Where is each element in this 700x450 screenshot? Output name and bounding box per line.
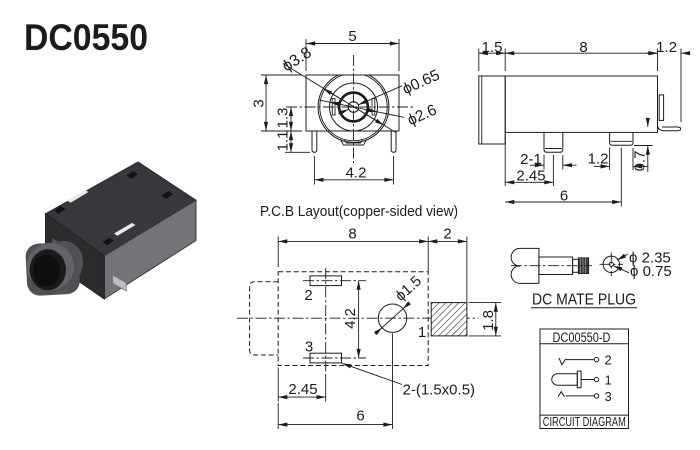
- svg-text:1.3: 1.3: [275, 108, 292, 129]
- svg-text:3: 3: [305, 339, 313, 356]
- svg-text:2.45: 2.45: [516, 168, 545, 185]
- svg-text:ϕ1.5: ϕ1.5: [392, 273, 425, 305]
- svg-text:4.2: 4.2: [342, 308, 359, 329]
- svg-text:8: 8: [348, 226, 356, 243]
- svg-text:2-1: 2-1: [520, 151, 542, 168]
- svg-text:2: 2: [605, 353, 612, 368]
- svg-text:6: 6: [356, 408, 364, 425]
- svg-text:ϕ3.8: ϕ3.8: [279, 44, 315, 75]
- svg-text:DC MATE PLUG: DC MATE PLUG: [532, 292, 636, 309]
- svg-text:1.8: 1.8: [480, 310, 497, 331]
- svg-text:3: 3: [605, 389, 612, 404]
- svg-text:1.2: 1.2: [656, 39, 677, 56]
- svg-text:2: 2: [304, 287, 312, 304]
- svg-text:ϕ0.65: ϕ0.65: [400, 67, 442, 98]
- svg-text:DC00550-D: DC00550-D: [553, 330, 611, 345]
- svg-text:5: 5: [348, 28, 356, 45]
- svg-text:DC0550: DC0550: [24, 17, 148, 58]
- svg-text:ϕ 2.35: ϕ 2.35: [629, 250, 671, 267]
- svg-text:2: 2: [443, 226, 451, 243]
- svg-text:4.2: 4.2: [346, 165, 367, 182]
- svg-text:1: 1: [418, 324, 426, 341]
- svg-text:1: 1: [605, 373, 612, 388]
- svg-text:2.45: 2.45: [288, 381, 317, 398]
- svg-text:1.5: 1.5: [482, 39, 503, 56]
- svg-text:1.1: 1.1: [275, 131, 292, 152]
- svg-text:6: 6: [560, 187, 568, 204]
- svg-text:P.C.B Layout(copper-sided view: P.C.B Layout(copper-sided view): [260, 204, 458, 220]
- svg-text:ϕ2.6: ϕ2.6: [405, 101, 440, 129]
- svg-text:2-(1.5x0.5): 2-(1.5x0.5): [403, 382, 476, 399]
- svg-text:3: 3: [251, 99, 268, 107]
- svg-text:8: 8: [579, 39, 587, 56]
- svg-text:1.2: 1.2: [588, 151, 609, 168]
- svg-text:0.7: 0.7: [632, 151, 649, 172]
- svg-text:CIRCUIT DIAGRAM: CIRCUIT DIAGRAM: [543, 414, 626, 429]
- svg-text:ϕ 0.75: ϕ 0.75: [630, 263, 672, 280]
